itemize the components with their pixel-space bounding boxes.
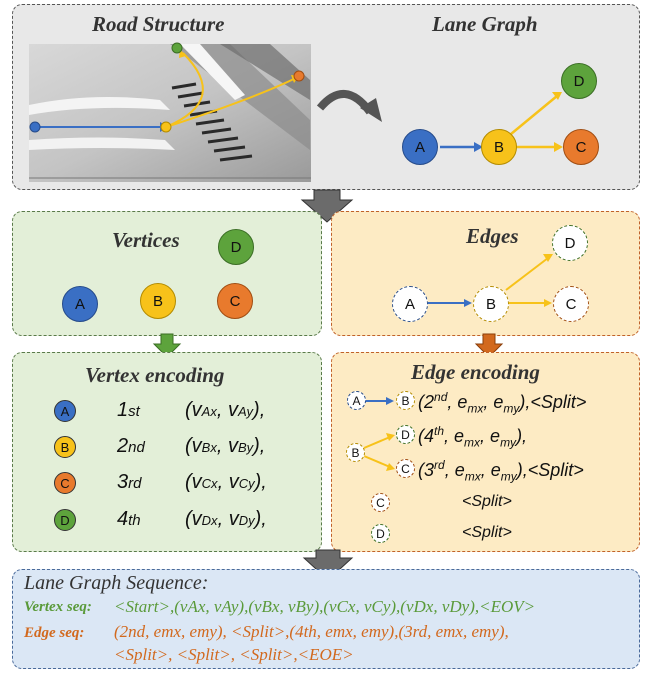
vertex-encoding-title: Vertex encoding	[85, 363, 225, 387]
edge-enc-row-1: (2nd, emx, emy),<Split>	[418, 390, 587, 416]
edges-title: Edges	[466, 224, 519, 248]
vertex-enc-coords: (vBx, vBy),	[185, 435, 266, 457]
edge-node-c: C	[553, 286, 589, 322]
vertex-seq-label: Vertex seq:	[24, 599, 92, 615]
vertex-enc-coords: (vCx, vCy),	[185, 471, 267, 493]
vertex-enc-order: 4th	[117, 508, 141, 530]
vertex-node-c: C	[217, 283, 253, 319]
lane-node-b: B	[481, 129, 517, 165]
edge-seq-line-1: (2nd, emx, emy), <Split>,(4th, emx, emy)…	[114, 622, 509, 641]
vertex-enc-order: 1st	[117, 399, 140, 421]
edge-enc-node-c2: C	[371, 493, 390, 512]
edge-enc-row-3: (3rd, emx, emy),<Split>	[418, 458, 584, 484]
vertex-seq-text: <Start>,(vAx, vAy),(vBx, vBy),(vCx, vCy)…	[114, 597, 536, 616]
sequence-panel	[12, 569, 640, 669]
edge-node-a: A	[392, 286, 428, 322]
lane-node-d: D	[561, 63, 597, 99]
vertex-node-d: D	[218, 229, 254, 265]
vertex-enc-coords: (vDx, vDy),	[185, 508, 267, 530]
edge-enc-split-c: <Split>	[462, 493, 512, 510]
edge-enc-node-b1: B	[396, 391, 415, 410]
vertex-enc-node-b: B	[54, 436, 76, 458]
vertex-node-b: B	[140, 283, 176, 319]
edge-encoding-panel	[331, 352, 640, 552]
vertex-enc-node-d: D	[54, 509, 76, 531]
vertex-enc-node-a: A	[54, 400, 76, 422]
edge-enc-node-d2: D	[371, 524, 390, 543]
lane-node-c: C	[563, 129, 599, 165]
vertex-enc-order: 2nd	[117, 435, 145, 457]
edge-seq-line-2: <Split>, <Split>, <Split>,<EOE>	[114, 645, 354, 664]
edge-enc-node-d1: D	[396, 425, 415, 444]
lane-node-a: A	[402, 129, 438, 165]
edge-enc-node-c1: C	[396, 459, 415, 478]
edge-encoding-title: Edge encoding	[411, 360, 540, 384]
edge-node-b: B	[473, 286, 509, 322]
edge-seq-label: Edge seq:	[24, 625, 85, 641]
sequence-title: Lane Graph Sequence:	[24, 572, 209, 594]
road-structure-title: Road Structure	[92, 12, 225, 36]
edge-enc-node-b2: B	[346, 443, 365, 462]
vertex-node-a: A	[62, 286, 98, 322]
vertex-enc-order: 3rd	[117, 471, 142, 493]
edge-enc-split-d: <Split>	[462, 524, 512, 541]
edge-enc-row-2: (4th, emx, emy),	[418, 424, 528, 450]
lane-graph-title: Lane Graph	[432, 12, 538, 36]
edge-node-d: D	[552, 225, 588, 261]
edge-enc-node-a1: A	[347, 391, 366, 410]
vertex-enc-node-c: C	[54, 472, 76, 494]
vertices-title: Vertices	[112, 228, 180, 252]
vertex-enc-coords: (vAx, vAy),	[185, 399, 266, 421]
